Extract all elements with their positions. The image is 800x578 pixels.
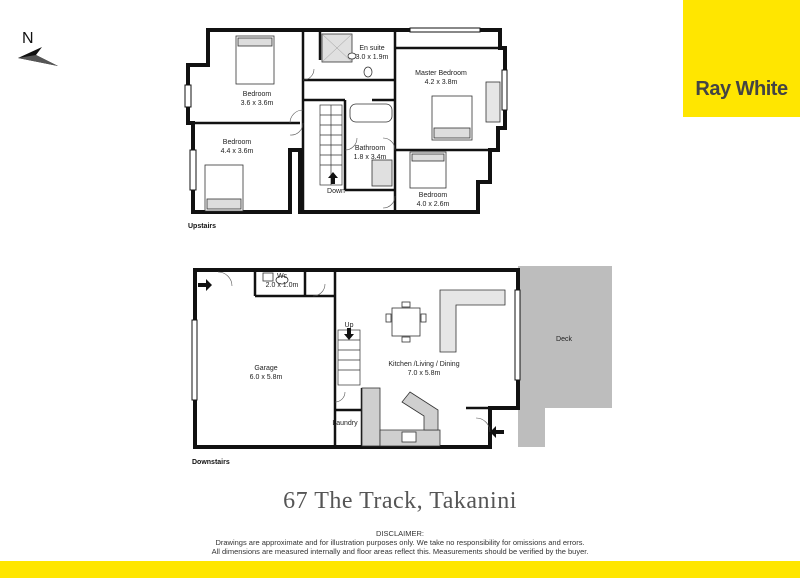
property-address: 67 The Track, Takanini — [283, 488, 517, 514]
compass-label: N — [22, 30, 34, 47]
room-bedroom-2-name: Bedroom — [223, 139, 252, 146]
room-garage-name: Garage — [254, 365, 277, 372]
room-bedroom-1-name: Bedroom — [243, 91, 272, 98]
room-master-size: 4.2 x 3.8m — [425, 79, 458, 86]
room-bedroom-3-size: 4.0 x 2.6m — [417, 201, 450, 208]
room-bedroom-2-size: 4.4 x 3.6m — [221, 148, 254, 155]
room-kitchen-name: Kitchen /Living / Dining — [388, 361, 459, 368]
room-master-name: Master Bedroom — [415, 70, 467, 77]
room-kitchen-size: 7.0 x 5.8m — [408, 370, 441, 377]
room-wc-name: Wc — [277, 273, 288, 280]
stairs-up-label: Up — [345, 322, 354, 329]
room-bathroom-size: 1.8 x 3.4m — [354, 154, 387, 161]
deck-label: Deck — [556, 336, 572, 343]
footer-bar — [0, 561, 800, 578]
compass-icon: N — [18, 30, 58, 66]
downstairs-plan: Wc 2.0 x 1.0m Garage 6.0 x 5.8m Kitchen … — [191, 266, 612, 449]
brand-name: Ray White — [695, 78, 788, 100]
room-wc-size: 2.0 x 1.0m — [266, 282, 299, 289]
upstairs-plan: Bedroom 3.6 x 3.6m En suite 3.0 x 1.9m M… — [184, 27, 508, 214]
room-bathroom-name: Bathroom — [355, 145, 386, 152]
downstairs-caption: Downstairs — [192, 459, 230, 466]
upstairs-caption: Upstairs — [188, 223, 216, 230]
disclaimer-line-2: All dimensions are measured internally a… — [211, 547, 589, 556]
room-ensuite-size: 3.0 x 1.9m — [356, 54, 389, 61]
disclaimer-line-1: Drawings are approximate and for illustr… — [215, 538, 585, 547]
stairs-down-label: Down — [327, 188, 345, 195]
brand-logo: Ray White — [683, 0, 800, 117]
room-bedroom-3-name: Bedroom — [419, 192, 448, 199]
disclaimer-title: DISCLAIMER: — [376, 529, 424, 538]
room-garage-size: 6.0 x 5.8m — [250, 374, 283, 381]
room-bedroom-1-size: 3.6 x 3.6m — [241, 100, 274, 107]
room-ensuite-name: En suite — [359, 45, 384, 52]
room-laundry-name: Laundry — [332, 420, 358, 427]
